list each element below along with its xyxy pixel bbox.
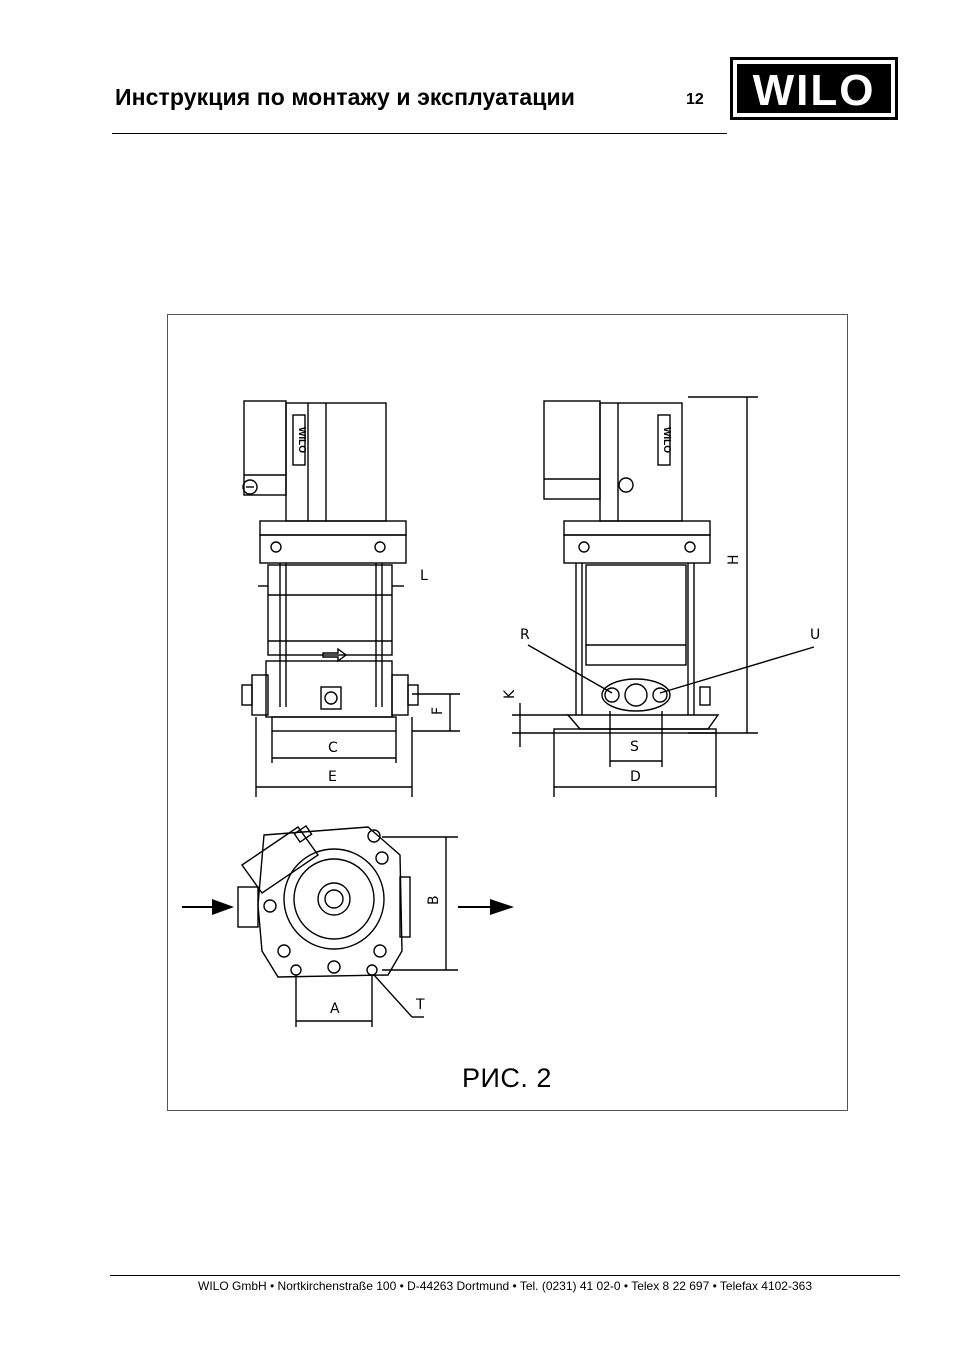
wilo-logo: WILO <box>730 57 898 120</box>
label-b: B <box>426 895 442 905</box>
logo-text: WILO <box>753 66 876 115</box>
pump-drawing: WILO <box>182 396 820 1027</box>
label-a: A <box>330 1001 340 1017</box>
pump-plan-view: B A T <box>182 824 514 1027</box>
pump-side-view: WILO H R <box>502 396 820 797</box>
page-title: Инструкция по монтажу и эксплуатации <box>115 84 575 110</box>
pump-front-view: WILO <box>241 400 460 797</box>
figure-caption: РИС. 2 <box>462 1063 552 1093</box>
motor-label: WILO <box>296 427 307 453</box>
motor-label-side: WILO <box>661 427 672 453</box>
footer-contact: WILO GmbH • Nortkirchenstraße 100 • D-44… <box>198 1279 812 1293</box>
label-e: E <box>328 769 337 785</box>
label-h: H <box>726 554 742 565</box>
label-d: D <box>630 769 641 785</box>
label-k: K <box>502 689 518 699</box>
label-c: C <box>328 740 338 756</box>
figure-frame: WILO <box>167 314 848 1111</box>
footer-divider <box>110 1275 900 1276</box>
label-s: S <box>630 739 639 755</box>
label-r: R <box>520 627 530 643</box>
label-f: F <box>430 707 446 715</box>
label-u: U <box>810 627 820 643</box>
label-t: T <box>415 997 425 1013</box>
page-number: 12 <box>686 91 704 108</box>
label-l: L <box>420 568 428 584</box>
header-divider <box>112 133 727 134</box>
